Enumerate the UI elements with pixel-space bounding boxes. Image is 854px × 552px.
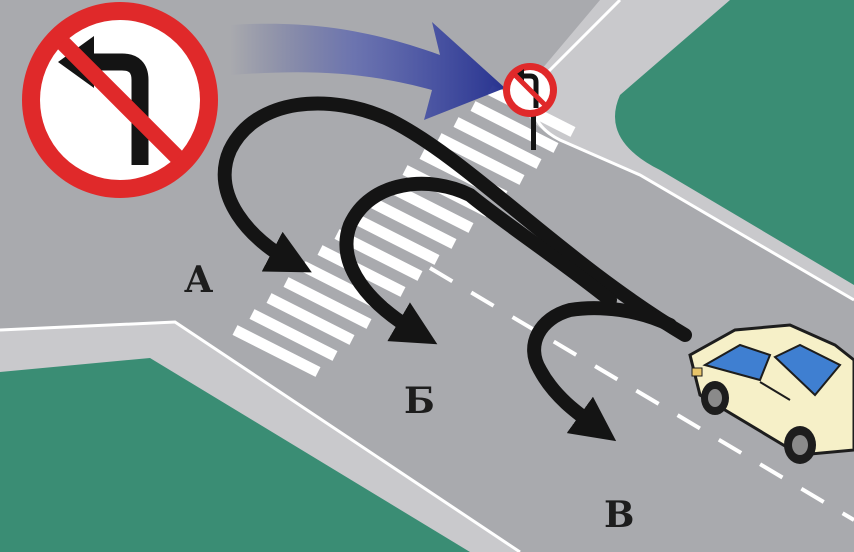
route-label-b: Б <box>404 380 435 422</box>
route-label-a: А <box>184 259 214 301</box>
lane-divider <box>428 266 854 522</box>
grass-top-right <box>615 0 854 285</box>
route-arrow-v <box>527 301 677 442</box>
no-left-turn-sign-icon <box>503 63 557 150</box>
car-icon <box>688 323 854 464</box>
route-arrow-a <box>217 96 692 342</box>
pointer-arrow-icon <box>230 22 505 120</box>
grass-bottom-left <box>0 358 470 552</box>
route-label-v: В <box>604 494 635 536</box>
route-arrows <box>217 96 692 442</box>
route-arrow-b <box>339 176 617 345</box>
no-left-turn-sign-icon <box>22 2 218 198</box>
curb-line-left <box>0 320 521 552</box>
